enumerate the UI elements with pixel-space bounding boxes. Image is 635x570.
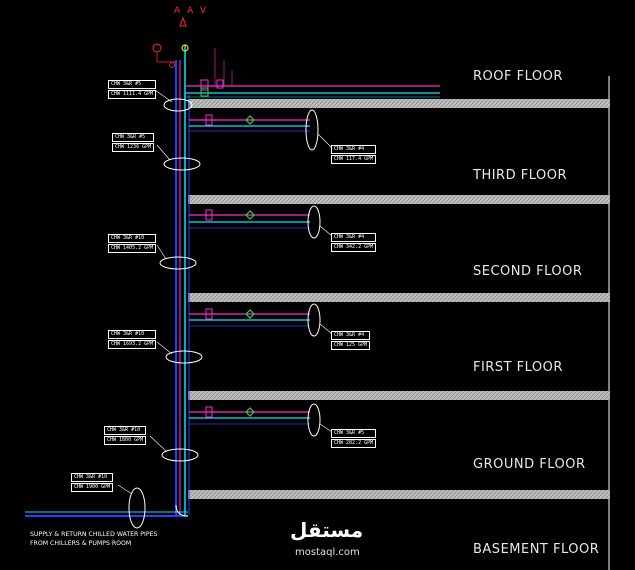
floor-label-basement: BASEMENT FLOOR: [473, 542, 600, 557]
riser-tag-2: CHW 3&R #5 CHW 1236 GPM: [112, 133, 155, 152]
riser-tag-6: CHW 3&R #10 CHW 1900 GPM: [71, 473, 114, 492]
floor-label-roof: ROOF FLOOR: [473, 69, 563, 84]
third-floor-branch: [189, 109, 333, 151]
slab-roof: [188, 99, 610, 108]
branch-tag-size: CHW 3&R #4: [331, 233, 377, 242]
branch-tag-flow: CHW 282.2 GPM: [331, 439, 377, 448]
branch-tag-third: CHW 3&R #4 CHW 117.4 GPM: [331, 145, 377, 164]
second-floor-branch: [189, 205, 333, 239]
riser-tag-4: CHW 3&R #10 CHW 1693.2 GPM: [108, 330, 157, 349]
slab-first: [188, 391, 610, 400]
riser-tag-flow: CHW 1800 GPM: [104, 436, 147, 445]
pressure-gauge-icon: [152, 43, 162, 53]
valve-icon: [169, 62, 175, 68]
slab-ground: [188, 490, 610, 499]
branch-tag-flow: CHW 125 GPM: [331, 341, 371, 350]
riser-tag-size: CHW 3&R #10: [108, 330, 157, 339]
riser-tag-flow: CHW 1900 GPM: [71, 483, 114, 492]
floor-label-second: SECOND FLOOR: [473, 264, 583, 279]
riser-tag-size: CHW 3&R #10: [71, 473, 114, 482]
branch-tag-first: CHW 3&R #4 CHW 125 GPM: [331, 331, 371, 350]
riser-tag-size: CHW 3&R #5: [112, 133, 155, 142]
slab-third: [188, 195, 610, 204]
riser-tag-flow: CHW 1693.2 GPM: [108, 340, 157, 349]
riser-marker-6: [128, 487, 146, 529]
riser-marker-5: [161, 448, 199, 462]
riser-marker-2: [163, 157, 201, 171]
branch-tag-ground: CHW 3&R #5 CHW 282.2 GPM: [331, 429, 377, 448]
riser-elbow: [175, 504, 189, 517]
first-floor-branch: [189, 303, 333, 337]
aav-circle: [181, 44, 189, 52]
riser-tag-size: CHW 3&R #5: [108, 80, 157, 89]
branch-tag-size: CHW 3&R #4: [331, 331, 371, 340]
branch-tag-flow: CHW 342.2 GPM: [331, 243, 377, 252]
ground-floor-branch: [189, 403, 333, 437]
aav-label: A A V: [174, 6, 209, 16]
riser-tag-5: CHW 3&R #10 CHW 1800 GPM: [104, 426, 147, 445]
branch-tag-second: CHW 3&R #4 CHW 342.2 GPM: [331, 233, 377, 252]
branch-tag-size: CHW 3&R #5: [331, 429, 377, 438]
roof-branch: [185, 48, 440, 98]
riser-marker-1: [163, 98, 193, 112]
riser-marker-4: [165, 350, 203, 364]
floor-label-first: FIRST FLOOR: [473, 360, 563, 375]
branch-tag-flow: CHW 117.4 GPM: [331, 155, 377, 164]
riser-tag-flow: CHW 1236 GPM: [112, 143, 155, 152]
riser-tag-size: CHW 3&R #10: [104, 426, 147, 435]
floor-label-ground: GROUND FLOOR: [473, 457, 586, 472]
supply-note-line1: SUPPLY & RETURN CHILLED WATER PIPES: [30, 531, 158, 538]
riser-tag-size: CHW 3&R #10: [108, 234, 157, 243]
slab-second: [188, 293, 610, 302]
branch-tag-size: CHW 3&R #4: [331, 145, 377, 154]
roof-valve-icon: [200, 79, 209, 91]
aav-triangle: [179, 16, 187, 27]
supply-note-line2: FROM CHILLERS & PUMPS ROOM: [30, 540, 132, 547]
riser-tag-flow: CHW 1111.4 GPM: [108, 90, 157, 99]
riser-tag-3: CHW 3&R #10 CHW 1405.2 GPM: [108, 234, 157, 253]
riser-tag-1: CHW 3&R #5 CHW 1111.4 GPM: [108, 80, 157, 99]
floor-label-third: THIRD FLOOR: [473, 168, 567, 183]
riser-marker-3: [159, 256, 197, 270]
watermark-latin: mostaql.com: [295, 547, 360, 558]
watermark-arabic: مستقل: [290, 518, 364, 542]
riser-tag-flow: CHW 1405.2 GPM: [108, 244, 157, 253]
